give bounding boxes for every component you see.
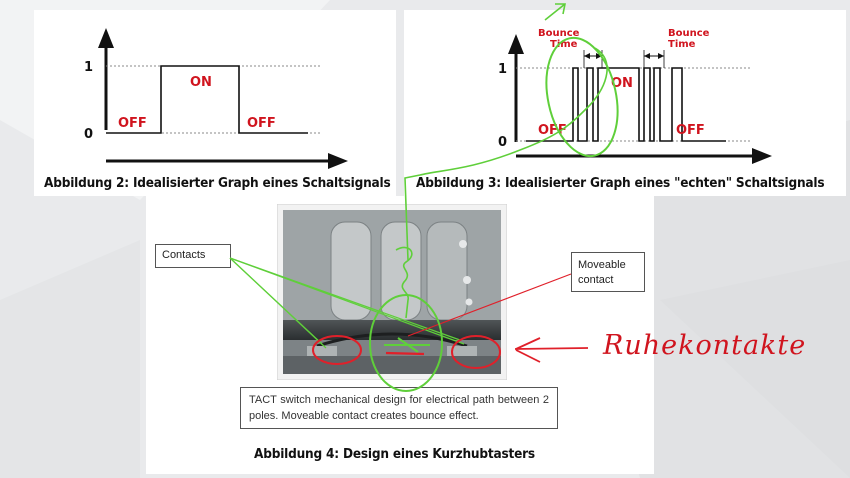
- figure-2-caption: Abbildung 2: Idealisierter Graph eines S…: [44, 175, 391, 191]
- figure-4-panel: Contacts Moveable contact TACT switch me…: [146, 196, 654, 474]
- fig3-bounce-time-2-line2: Time: [668, 39, 696, 50]
- contacts-callout: Contacts: [155, 244, 231, 268]
- fig3-bounce-time-2-line1: Bounce: [668, 28, 710, 39]
- fig2-level-high: 1: [84, 60, 93, 75]
- figure-4-caption: Abbildung 4: Design eines Kurzhubtasters: [254, 446, 535, 462]
- fig3-bounce-time-1-line1: Bounce: [538, 28, 580, 39]
- fig3-state-on: ON: [611, 76, 633, 91]
- switch-description: TACT switch mechanical design for electr…: [240, 387, 558, 429]
- fig3-state-off-2: OFF: [676, 123, 705, 138]
- figure-2-graph: 1 0 ON OFF OFF: [84, 28, 348, 169]
- fig2-state-off-2: OFF: [247, 116, 276, 131]
- callout-leaders: [229, 257, 572, 349]
- fig2-state-on: ON: [190, 75, 212, 90]
- figure-3-panel: Bounce Time Bounce Time 1 0 ON OFF OFF A…: [404, 10, 846, 196]
- fig2-state-off-1: OFF: [118, 116, 147, 131]
- fig3-level-low: 0: [498, 135, 507, 150]
- figure-3-caption: Abbildung 3: Idealisierter Graph eines "…: [416, 175, 825, 191]
- fig3-state-off-1: OFF: [538, 123, 567, 138]
- figure-2-panel: 1 0 ON OFF OFF Abbildung 2: Idealisierte…: [34, 10, 396, 196]
- fig2-level-low: 0: [84, 127, 93, 142]
- fig3-bounce-time-1-line2: Time: [550, 39, 578, 50]
- handwritten-annotation: Ruhekontakte: [603, 330, 807, 361]
- fig3-level-high: 1: [498, 62, 507, 77]
- figure-3-graph: Bounce Time Bounce Time 1 0 ON OFF OFF: [498, 28, 772, 164]
